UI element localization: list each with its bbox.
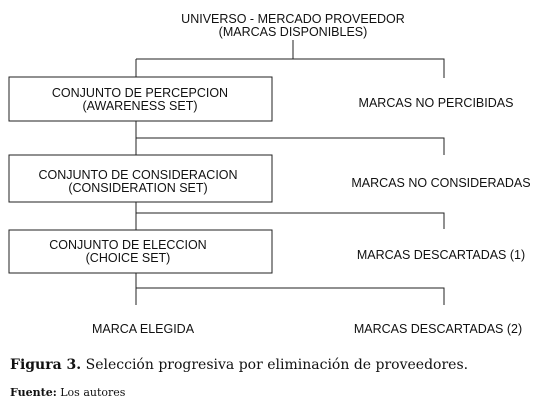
figure-caption-text: Selección progresiva por eliminación de … (85, 357, 469, 373)
final-chosen-brand: MARCA ELEGIDA (92, 322, 195, 336)
consideration-set-box (8, 154, 273, 203)
choice-set-line2: (CHOICE SET) (86, 251, 171, 265)
connector-awareness-branch (136, 137, 445, 155)
awareness-set-box (8, 76, 273, 122)
connector-universe-branch (136, 58, 445, 78)
consideration-set-line1: CONJUNTO DE CONSIDERACION (38, 168, 237, 182)
excluded-not-perceived: MARCAS NO PERCIBIDAS (359, 96, 514, 110)
excluded-discarded-1: MARCAS DESCARTADAS (1) (357, 248, 525, 262)
consideration-set-line2: (CONSIDERATION SET) (68, 181, 207, 195)
figure-number: Figura 3. (10, 357, 82, 373)
universe-title-line2: (MARCAS DISPONIBLES) (219, 25, 368, 39)
final-discarded-2: MARCAS DESCARTADAS (2) (354, 322, 522, 336)
source-text: Los autores (60, 386, 126, 399)
universe-title-line1: UNIVERSO - MERCADO PROVEEDOR (181, 12, 405, 26)
figure-caption: Figura 3. Selección progresiva por elimi… (10, 357, 468, 373)
awareness-set-line1: CONJUNTO DE PERCEPCION (52, 86, 228, 100)
choice-set-box (8, 229, 273, 274)
connector-choice-branch (136, 287, 445, 305)
source-label: Fuente: (10, 386, 57, 399)
awareness-set-line2: (AWARENESS SET) (82, 99, 197, 113)
connector-consideration-branch (136, 212, 445, 229)
choice-set-line1: CONJUNTO DE ELECCION (49, 238, 206, 252)
excluded-not-considered: MARCAS NO CONSIDERADAS (351, 176, 530, 190)
brand-selection-diagram: UNIVERSO - MERCADO PROVEEDOR (MARCAS DIS… (8, 12, 531, 336)
figure-source: Fuente: Los autores (10, 386, 125, 399)
